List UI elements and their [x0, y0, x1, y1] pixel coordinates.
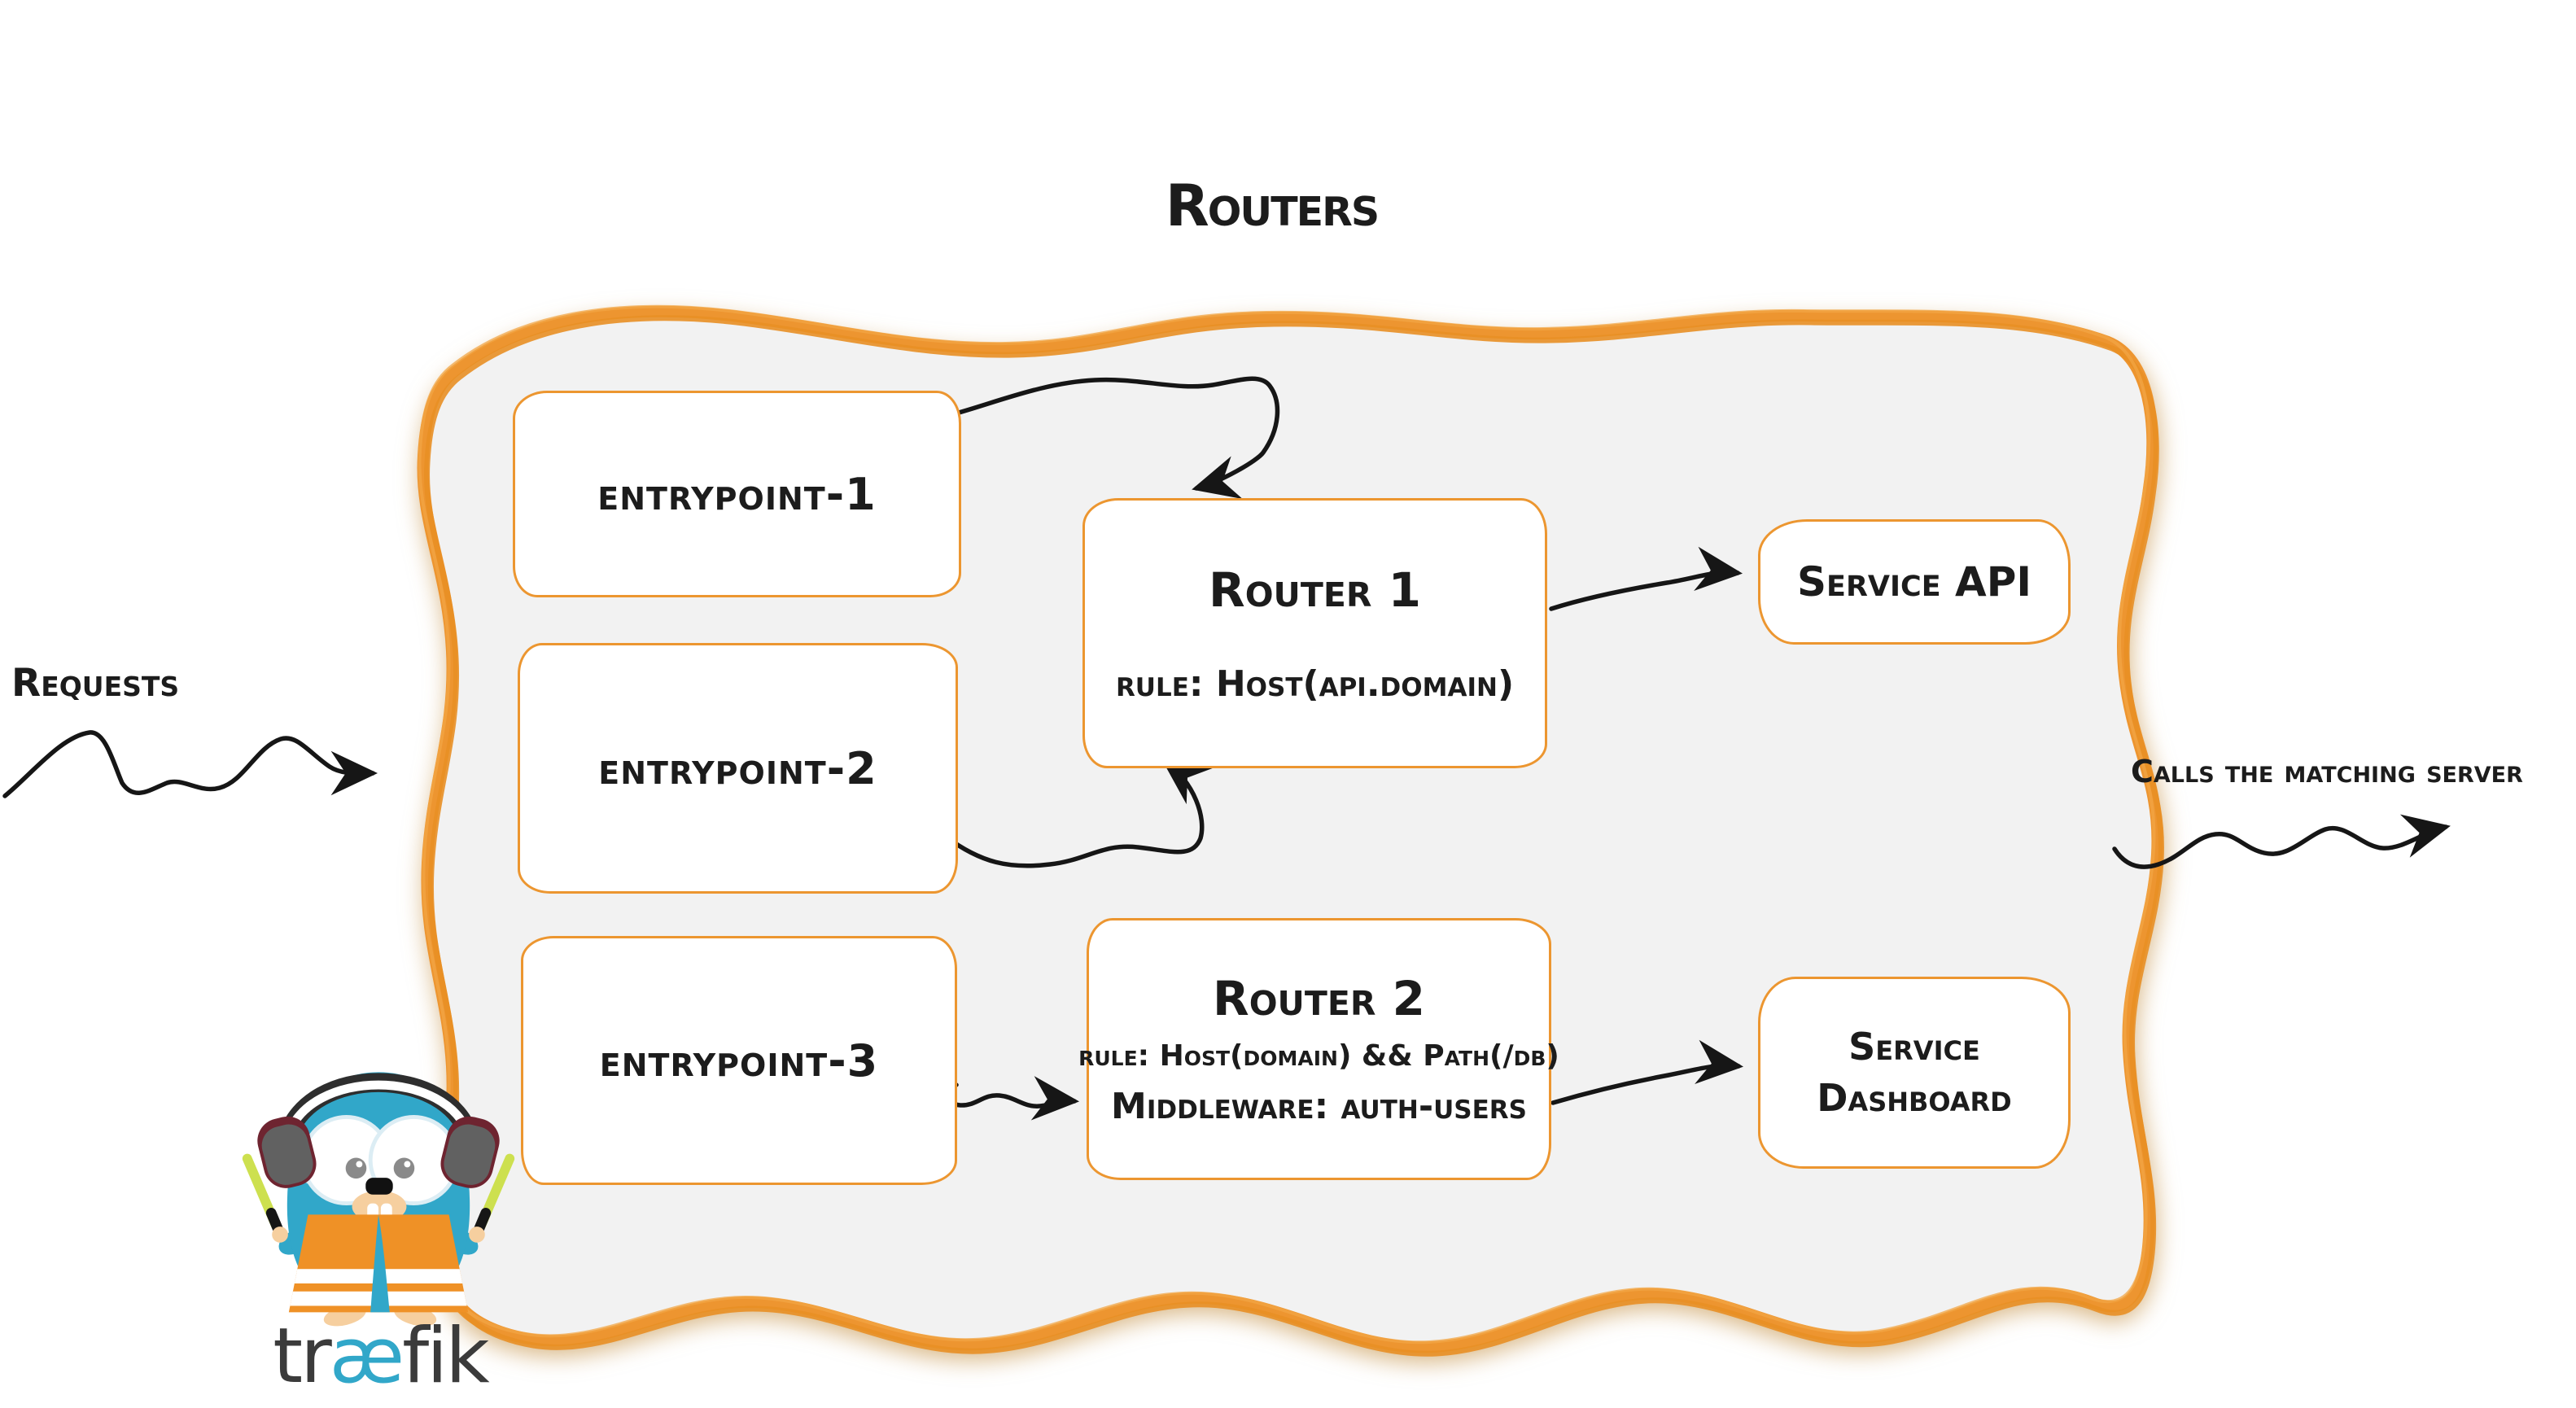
entrypoint-3-box: entrypoint-3: [521, 936, 957, 1185]
headphones-icon: [257, 1073, 500, 1188]
entrypoint-1-box: entrypoint-1: [513, 391, 961, 597]
wordmark-pre: tr: [273, 1312, 331, 1401]
wordmark-ae: æ: [329, 1312, 405, 1401]
traefik-wordmark: træfik: [221, 1312, 539, 1401]
safety-vest-icon: [288, 1214, 469, 1313]
entrypoint-1-label: entrypoint-1: [597, 468, 877, 520]
entrypoint-2-box: entrypoint-2: [518, 643, 958, 894]
router-1-box: Router 1 rule: Host(api.domain): [1082, 498, 1547, 768]
arrow-router2-to-service-dashboard-icon: [1550, 1039, 1744, 1105]
calls-arrow-icon: [2112, 814, 2451, 869]
calls-label: Calls the matching server: [2131, 754, 2523, 789]
arrow-router1-to-service-api-icon: [1549, 546, 1743, 611]
service-dashboard-label-line2: Dashboard: [1817, 1076, 2012, 1120]
arrow-entrypoint2-to-router1-icon: [943, 759, 1213, 868]
entrypoint-2-label: entrypoint-2: [598, 742, 877, 794]
router-1-rule: rule: Host(api.domain): [1115, 662, 1515, 705]
diagram-title: Routers: [1165, 173, 1380, 239]
service-api-label: Service API: [1797, 558, 2031, 606]
service-dashboard-label-line1: Service: [1848, 1024, 1980, 1069]
wordmark-post: fik: [402, 1312, 490, 1401]
router-2-name: Router 2: [1213, 971, 1425, 1026]
traefik-mascot-icon: [242, 1072, 515, 1327]
service-api-box: Service API: [1758, 519, 2071, 645]
arrow-entrypoint1-to-router1-icon: [956, 376, 1280, 500]
service-dashboard-box: Service Dashboard: [1758, 977, 2071, 1169]
router-2-middleware: Middleware: auth-users: [1111, 1086, 1527, 1127]
router-1-name: Router 1: [1209, 562, 1421, 618]
entrypoint-3-label: entrypoint-3: [599, 1034, 879, 1087]
requests-label: Requests: [11, 661, 180, 706]
requests-arrow-icon: [2, 730, 378, 798]
router-2-rule: rule: Host(domain) && Path(/db): [1078, 1039, 1559, 1073]
router-2-box: Router 2 rule: Host(domain) && Path(/db)…: [1078, 918, 1559, 1180]
